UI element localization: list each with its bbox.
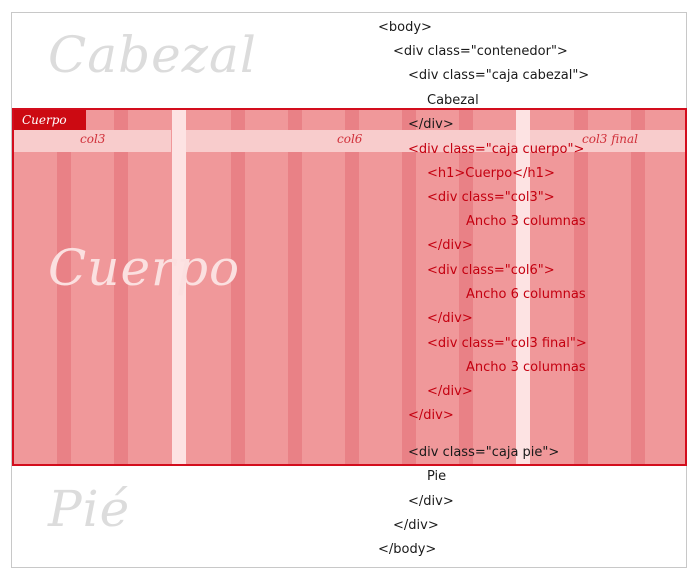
column-gutter (172, 110, 186, 464)
code-line: <div class="col3 final"> (427, 336, 587, 351)
column-gutter (516, 110, 530, 464)
grid-stripe (631, 110, 645, 464)
grid-stripe (231, 110, 245, 464)
col3-final-label: col3 final (582, 132, 638, 146)
code-line: </div> (427, 384, 473, 399)
code-line: </div> (427, 238, 473, 253)
code-line: </div> (393, 518, 439, 533)
header-watermark: Cabezal (48, 26, 257, 84)
col3-label: col3 (80, 132, 106, 146)
grid-stripe (459, 110, 473, 464)
code-line: <div class="col6"> (427, 263, 555, 278)
code-line: </div> (408, 117, 454, 132)
body-zone: Cuerpo col3 col6 col3 final (12, 108, 687, 466)
code-line: </div> (427, 311, 473, 326)
code-line: Ancho 3 columnas (466, 360, 586, 375)
code-line: <body> (378, 20, 432, 35)
body-watermark: Cuerpo (48, 239, 241, 297)
code-line: <div class="caja pie"> (408, 445, 560, 460)
code-line: <div class="caja cabezal"> (408, 68, 590, 83)
code-line: Pie (427, 469, 447, 484)
code-line: Ancho 3 columnas (466, 214, 586, 229)
grid-stripe (402, 110, 416, 464)
col6-label: col6 (337, 132, 363, 146)
code-line: Ancho 6 columnas (466, 287, 586, 302)
code-line: Cabezal (427, 93, 479, 108)
code-line: <div class="caja cuerpo"> (408, 142, 585, 157)
grid-stripe (345, 110, 359, 464)
grid-stripe (57, 110, 71, 464)
grid-stripe (574, 110, 588, 464)
col3-bar (14, 130, 171, 152)
col6-bar (186, 130, 516, 152)
code-line: <h1>Cuerpo</h1> (427, 166, 555, 181)
code-line: <div class="contenedor"> (393, 44, 568, 59)
code-line: </body> (378, 542, 437, 557)
body-tag: Cuerpo (14, 110, 86, 130)
grid-stripe (288, 110, 302, 464)
col3-final-bar (530, 130, 685, 152)
footer-watermark: Pié (48, 480, 131, 538)
code-line: </div> (408, 408, 454, 423)
grid-stripe (114, 110, 128, 464)
code-line: </div> (408, 494, 454, 509)
code-line: <div class="col3"> (427, 190, 555, 205)
